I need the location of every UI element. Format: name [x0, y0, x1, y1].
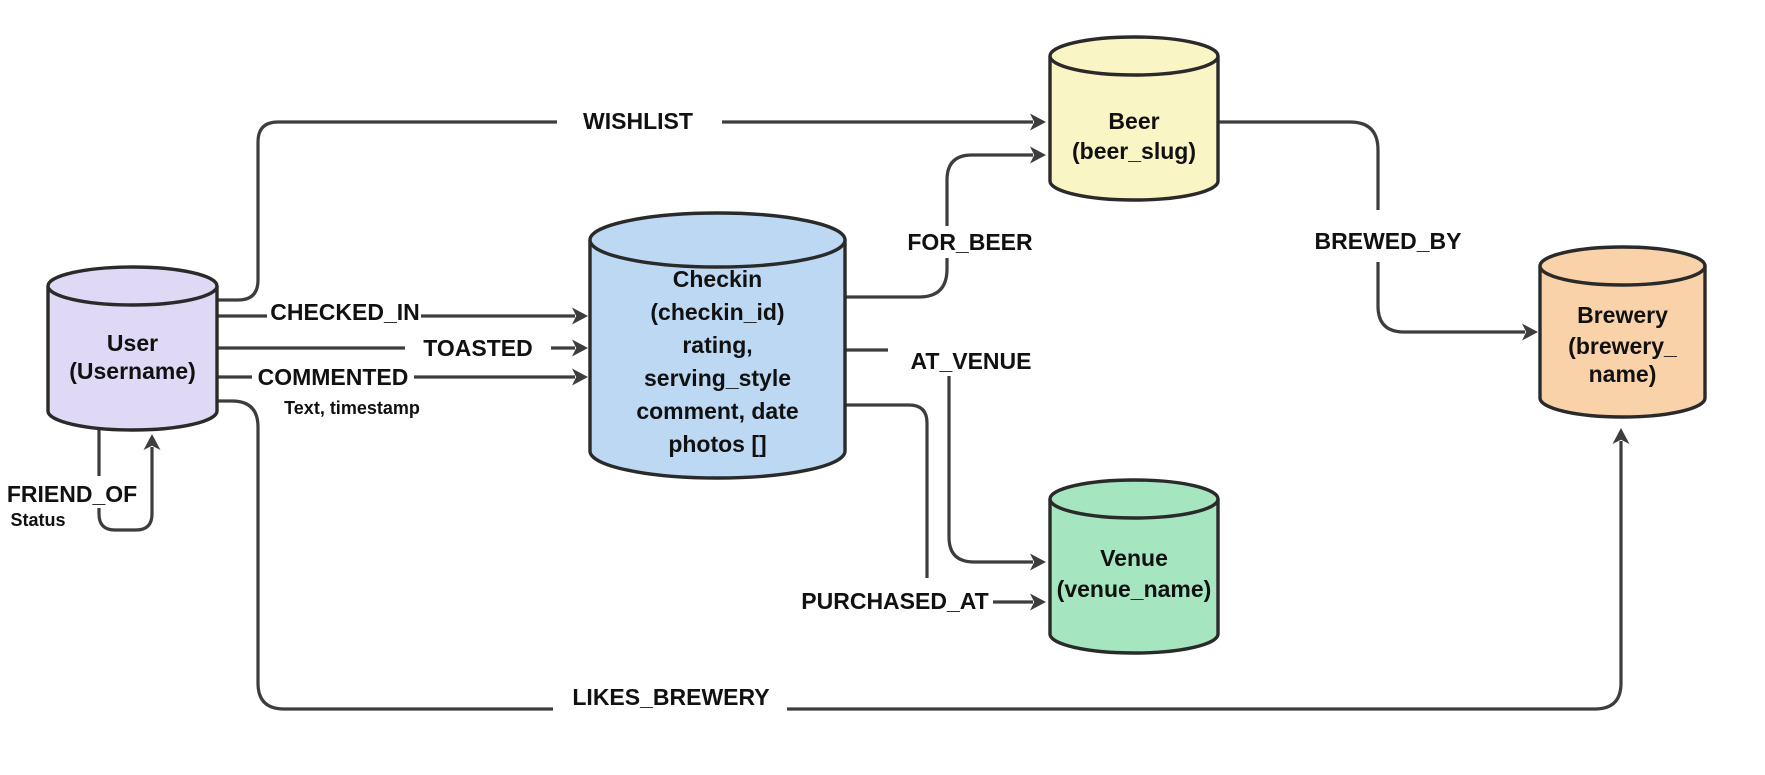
likes-brewery-edge-label: LIKES_BREWERY — [572, 684, 769, 710]
commented-edge-label: COMMENTED — [258, 364, 409, 390]
at-venue-edge-label: AT_VENUE — [911, 348, 1032, 374]
edge-for-beer — [845, 146, 1046, 299]
edge-likes-brewery — [217, 399, 1630, 711]
node-checkin: Checkin (checkin_id) rating, serving_sty… — [588, 211, 847, 480]
edge-brewed-by — [1218, 120, 1538, 341]
brewery-label-line2: (brewery_ — [1568, 333, 1677, 359]
node-user: User (Username) — [46, 265, 219, 432]
wishlist-edge-label: WISHLIST — [583, 108, 693, 134]
checkin-label-line3: rating, — [682, 332, 752, 358]
node-venue: Venue (venue_name) — [1048, 478, 1220, 655]
checkin-label-line2: (checkin_id) — [650, 299, 784, 325]
checkin-label-line5: comment, date — [636, 398, 798, 424]
checkin-label-line4: serving_style — [644, 365, 791, 391]
checked-in-edge-label: CHECKED_IN — [270, 299, 420, 325]
node-brewery: Brewery (brewery_ name) — [1538, 245, 1707, 419]
edge-purchased-at — [845, 403, 1046, 611]
user-label-line1: User — [107, 330, 158, 356]
edge-friend-of — [97, 428, 161, 532]
purchased-at-edge-label: PURCHASED_AT — [801, 588, 988, 614]
toasted-edge-label: TOASTED — [423, 335, 532, 361]
friend-of-edge-label: FRIEND_OF — [7, 481, 137, 507]
edge-wishlist — [217, 113, 1046, 302]
edge-at-venue — [845, 348, 1046, 571]
checkin-label-line1: Checkin — [673, 266, 762, 292]
brewery-label-line1: Brewery — [1577, 302, 1668, 328]
user-label-line2: (Username) — [69, 358, 196, 384]
commented-properties-label: Text, timestamp — [284, 398, 420, 418]
venue-label-line2: (venue_name) — [1057, 576, 1212, 602]
friend-of-properties-label: Status — [10, 510, 65, 530]
beer-label-line2: (beer_slug) — [1072, 138, 1196, 164]
beer-label-line1: Beer — [1108, 108, 1159, 134]
node-beer: Beer (beer_slug) — [1048, 35, 1220, 202]
venue-label-line1: Venue — [1100, 545, 1168, 571]
brewery-label-line3: name) — [1589, 361, 1657, 387]
checkin-label-line6: photos [] — [668, 431, 766, 457]
for-beer-edge-label: FOR_BEER — [907, 229, 1033, 255]
brewed-by-edge-label: BREWED_BY — [1315, 228, 1462, 254]
